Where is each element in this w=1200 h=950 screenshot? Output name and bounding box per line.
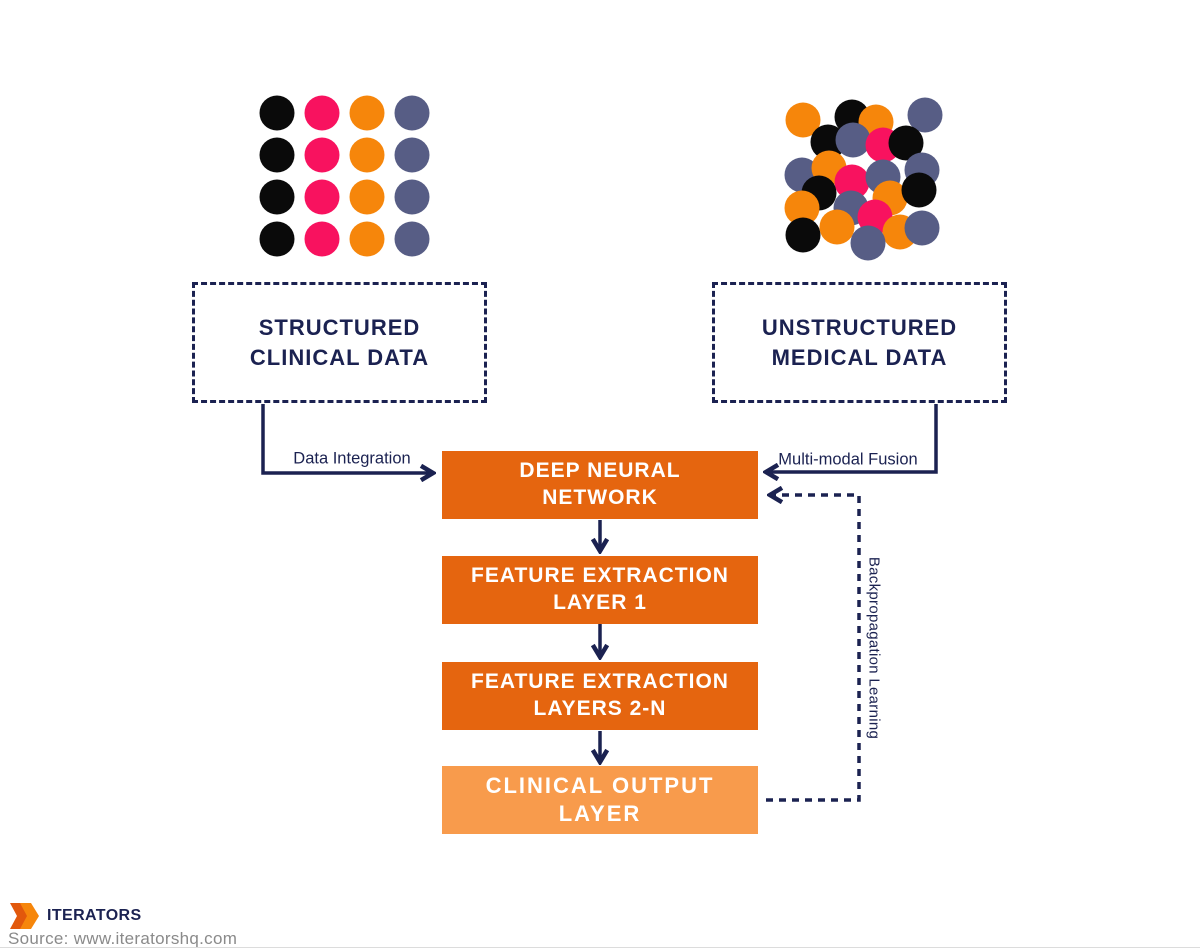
fe2n-label-line2: LAYERS 2-N bbox=[533, 697, 667, 720]
backpropagation-arrow bbox=[766, 495, 861, 802]
source-text: Source: www.iteratorshq.com bbox=[8, 929, 238, 948]
deep-neural-network-box: DEEP NEURAL NETWORK bbox=[442, 451, 758, 519]
unstructured-label-line2: MEDICAL DATA bbox=[771, 344, 948, 370]
backpropagation-label: Backpropagation Learning bbox=[865, 556, 883, 740]
structured-data-dots bbox=[259, 95, 430, 257]
dnn-label-line2: NETWORK bbox=[542, 486, 658, 509]
structured-label-line2: CLINICAL DATA bbox=[249, 344, 430, 370]
clinical-output-layer-box: CLINICAL OUTPUT LAYER bbox=[442, 766, 758, 834]
structured-label-line1: STRUCTURED bbox=[258, 315, 421, 341]
unstructured-data-dots bbox=[784, 97, 943, 261]
feature-extraction-layer1-box: FEATURE EXTRACTION LAYER 1 bbox=[442, 556, 758, 624]
brand-name: ITERATORS bbox=[47, 907, 142, 924]
fe1-label-line1: FEATURE EXTRACTION bbox=[471, 564, 729, 588]
unstructured-label-line1: UNSTRUCTURED bbox=[761, 315, 958, 341]
iterators-logo-icon bbox=[10, 903, 39, 929]
fe2n-label-line1: FEATURE EXTRACTION bbox=[471, 670, 729, 694]
dnn-label-line1: DEEP NEURAL bbox=[519, 459, 681, 483]
fe1-label-line2: LAYER 1 bbox=[553, 591, 647, 614]
structured-clinical-data-box: STRUCTURED CLINICAL DATA bbox=[192, 282, 487, 403]
iterators-logo: ITERATORS bbox=[10, 903, 142, 929]
data-integration-label: Data Integration bbox=[293, 449, 411, 468]
feature-extraction-layers2n-box: FEATURE EXTRACTION LAYERS 2-N bbox=[442, 662, 758, 730]
bottom-divider bbox=[0, 947, 1200, 948]
unstructured-medical-data-box: UNSTRUCTURED MEDICAL DATA bbox=[712, 282, 1007, 403]
output-label: CLINICAL OUTPUT LAYER bbox=[485, 772, 715, 826]
multimodal-fusion-label: Multi-modal Fusion bbox=[778, 450, 918, 469]
